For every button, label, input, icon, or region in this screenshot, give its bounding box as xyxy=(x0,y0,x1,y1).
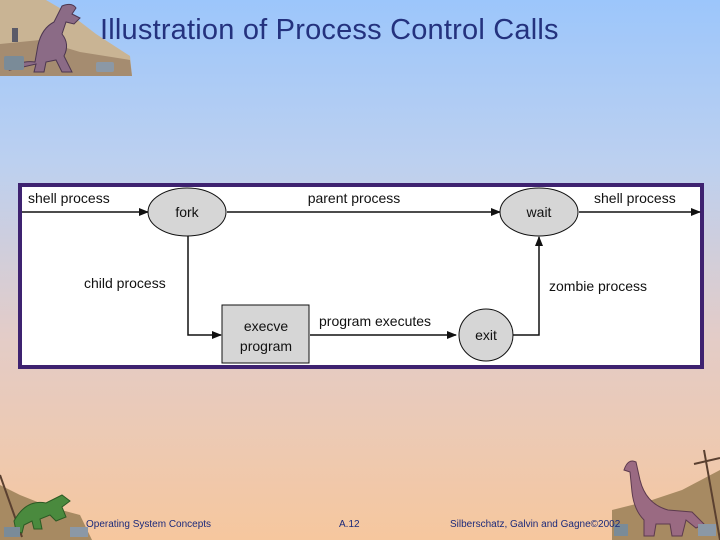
dinosaur-bottom-left-image xyxy=(0,474,92,540)
fork-label: fork xyxy=(175,204,199,220)
exit-node xyxy=(458,308,514,362)
process-control-diagram: fork wait exit execve program shell proc… xyxy=(18,183,704,369)
shell-process-left-label: shell process xyxy=(28,190,110,206)
child-process-label: child process xyxy=(84,275,166,291)
dinosaur-top-left-image xyxy=(0,0,132,76)
zombie-process-label: zombie process xyxy=(549,278,647,294)
diagram-frame xyxy=(18,183,704,369)
edge-exit-to-wait xyxy=(508,236,543,336)
edge-fork-to-execve xyxy=(187,236,222,339)
parent-process-label: parent process xyxy=(308,190,401,206)
wait-label: wait xyxy=(526,204,552,220)
footer-copyright: Silberschatz, Galvin and Gagne©2002 xyxy=(450,519,621,530)
exit-label: exit xyxy=(475,327,497,343)
execve-label-line1: execve xyxy=(244,318,289,334)
wait-node xyxy=(499,187,579,237)
footer-page-number: A.12 xyxy=(339,519,360,530)
footer-course: Operating System Concepts xyxy=(86,519,212,530)
shell-process-right-label: shell process xyxy=(594,190,676,206)
slide-title: Illustration of Process Control Calls xyxy=(100,14,559,46)
fork-node xyxy=(147,187,227,237)
execve-node xyxy=(221,304,310,364)
program-executes-label: program executes xyxy=(319,313,431,329)
dinosaur-bottom-right-image xyxy=(612,449,720,540)
execve-label-line2: program xyxy=(240,338,292,354)
